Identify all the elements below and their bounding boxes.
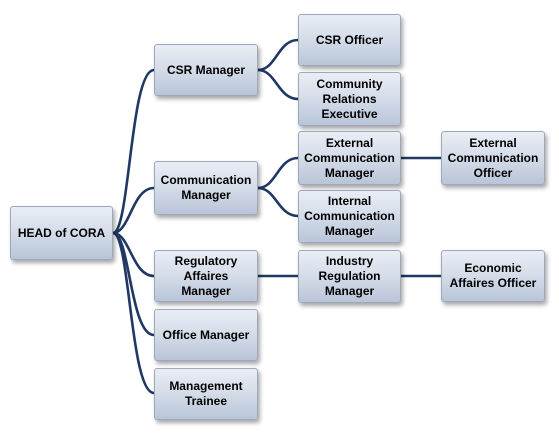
connector-external-comm-manager [256, 156, 300, 190]
connector-head-office-manager [111, 231, 156, 337]
communication-manager-box: Communication Manager [154, 161, 258, 215]
office-manager-box: Office Manager [154, 309, 258, 361]
management-trainee-label: Management Trainee [169, 379, 243, 408]
connector-csr-officer [256, 38, 300, 72]
head-of-cora-box: HEAD of CORA [10, 206, 113, 260]
industry-regulation-manager-box: Industry Regulation Manager [298, 250, 401, 303]
community-relations-executive-box: Community Relations Executive [298, 72, 401, 126]
connector-internal-comm-manager [256, 186, 300, 218]
connector-head-communication-manager [111, 186, 156, 235]
connector-head-management-trainee [111, 231, 156, 395]
csr-officer-box: CSR Officer [298, 14, 401, 66]
regulatory-affaires-manager-box: Regulatory Affaires Manager [154, 250, 258, 302]
communication-manager-label: Communication Manager [160, 173, 252, 202]
internal-communication-manager-label: Internal Communication Manager [304, 194, 395, 238]
connector-head-csr-manager [111, 68, 156, 235]
external-communication-officer-box: External Communication Officer [441, 131, 545, 185]
csr-officer-label: CSR Officer [315, 32, 384, 47]
economic-affaires-officer-box: Economic Affaires Officer [441, 250, 545, 302]
external-communication-manager-box: External Communication Manager [298, 131, 401, 185]
regulatory-affaires-manager-label: Regulatory Affaires Manager [174, 253, 238, 298]
office-manager-label: Office Manager [162, 327, 250, 342]
community-relations-executive-label: Community Relations Executive [316, 76, 383, 121]
csr-manager-label: CSR Manager [166, 62, 246, 77]
external-communication-officer-label: External Communication Officer [447, 135, 539, 180]
internal-communication-manager-box: Internal Communication Manager [298, 190, 401, 243]
head-of-cora-label: HEAD of CORA [17, 225, 106, 240]
csr-manager-box: CSR Manager [154, 44, 258, 96]
external-communication-manager-label: External Communication Manager [304, 135, 395, 180]
management-trainee-box: Management Trainee [154, 368, 258, 420]
connector-community-relations [256, 68, 300, 101]
economic-affaires-officer-label: Economic Affaires Officer [449, 261, 537, 290]
industry-regulation-manager-label: Industry Regulation Manager [318, 254, 381, 298]
